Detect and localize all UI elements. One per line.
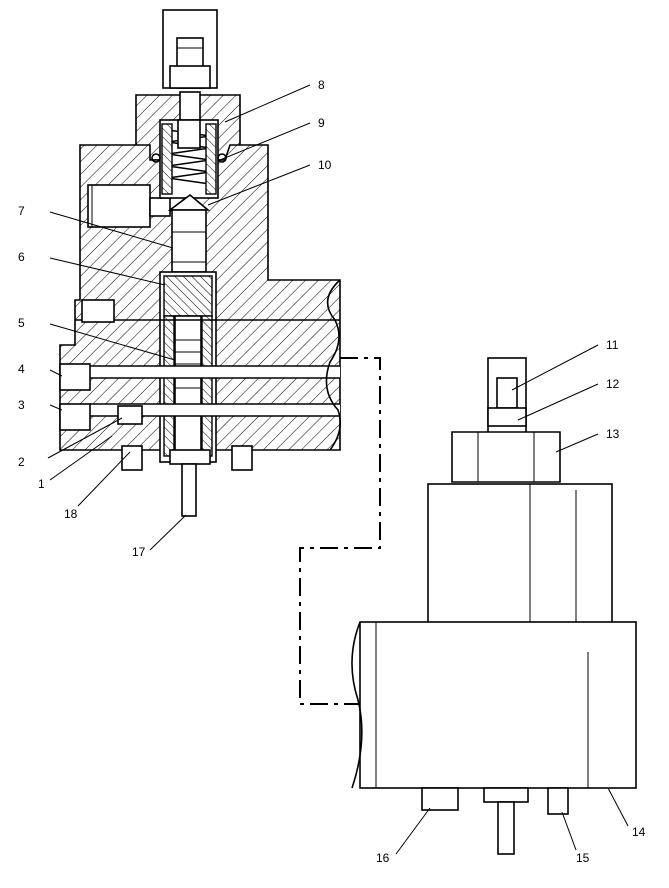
callout-2: 2 (18, 455, 25, 469)
fitting-3 (59, 403, 91, 431)
hex-nut-13 (451, 431, 561, 483)
plunger-pin-ext (497, 801, 515, 855)
connection-line (299, 357, 381, 705)
callout-8: 8 (318, 78, 325, 92)
callout-3: 3 (18, 398, 25, 412)
callout-9: 9 (318, 116, 325, 130)
callout-5: 5 (18, 316, 25, 330)
side-plug (87, 184, 151, 228)
callout-16: 16 (376, 851, 390, 865)
callout-13: 13 (606, 427, 620, 441)
lower-block (359, 621, 637, 789)
sectional-view (59, 9, 341, 517)
screw-stem (179, 91, 201, 123)
screw-16 (421, 787, 459, 811)
external-view (351, 357, 637, 855)
callout-4: 4 (18, 362, 25, 376)
callout-18: 18 (64, 507, 78, 521)
callout-15: 15 (576, 851, 590, 865)
callout-1: 1 (38, 477, 45, 491)
piston-head (163, 275, 213, 317)
lock-nut-top (169, 65, 211, 89)
callout-14: 14 (632, 825, 646, 839)
piston-rod (174, 315, 202, 457)
plug-upper (81, 299, 115, 323)
leader-lines (47, 84, 629, 855)
callout-11: 11 (606, 338, 619, 352)
callout-12: 12 (606, 377, 620, 391)
restrictor-2 (117, 405, 143, 425)
screw-18 (121, 445, 143, 471)
callout-17: 17 (132, 545, 146, 559)
plunger-pin (181, 463, 197, 517)
callouts: 8 9 10 7 6 5 4 3 2 1 18 17 11 12 13 14 1… (18, 78, 646, 865)
screw-bottom-right (231, 445, 253, 471)
fitting-4 (59, 363, 91, 391)
poppet (171, 209, 207, 273)
upper-housing (427, 483, 613, 629)
screw-15 (547, 787, 569, 815)
callout-10: 10 (318, 158, 332, 172)
callout-7: 7 (18, 204, 25, 218)
callout-6: 6 (18, 250, 25, 264)
